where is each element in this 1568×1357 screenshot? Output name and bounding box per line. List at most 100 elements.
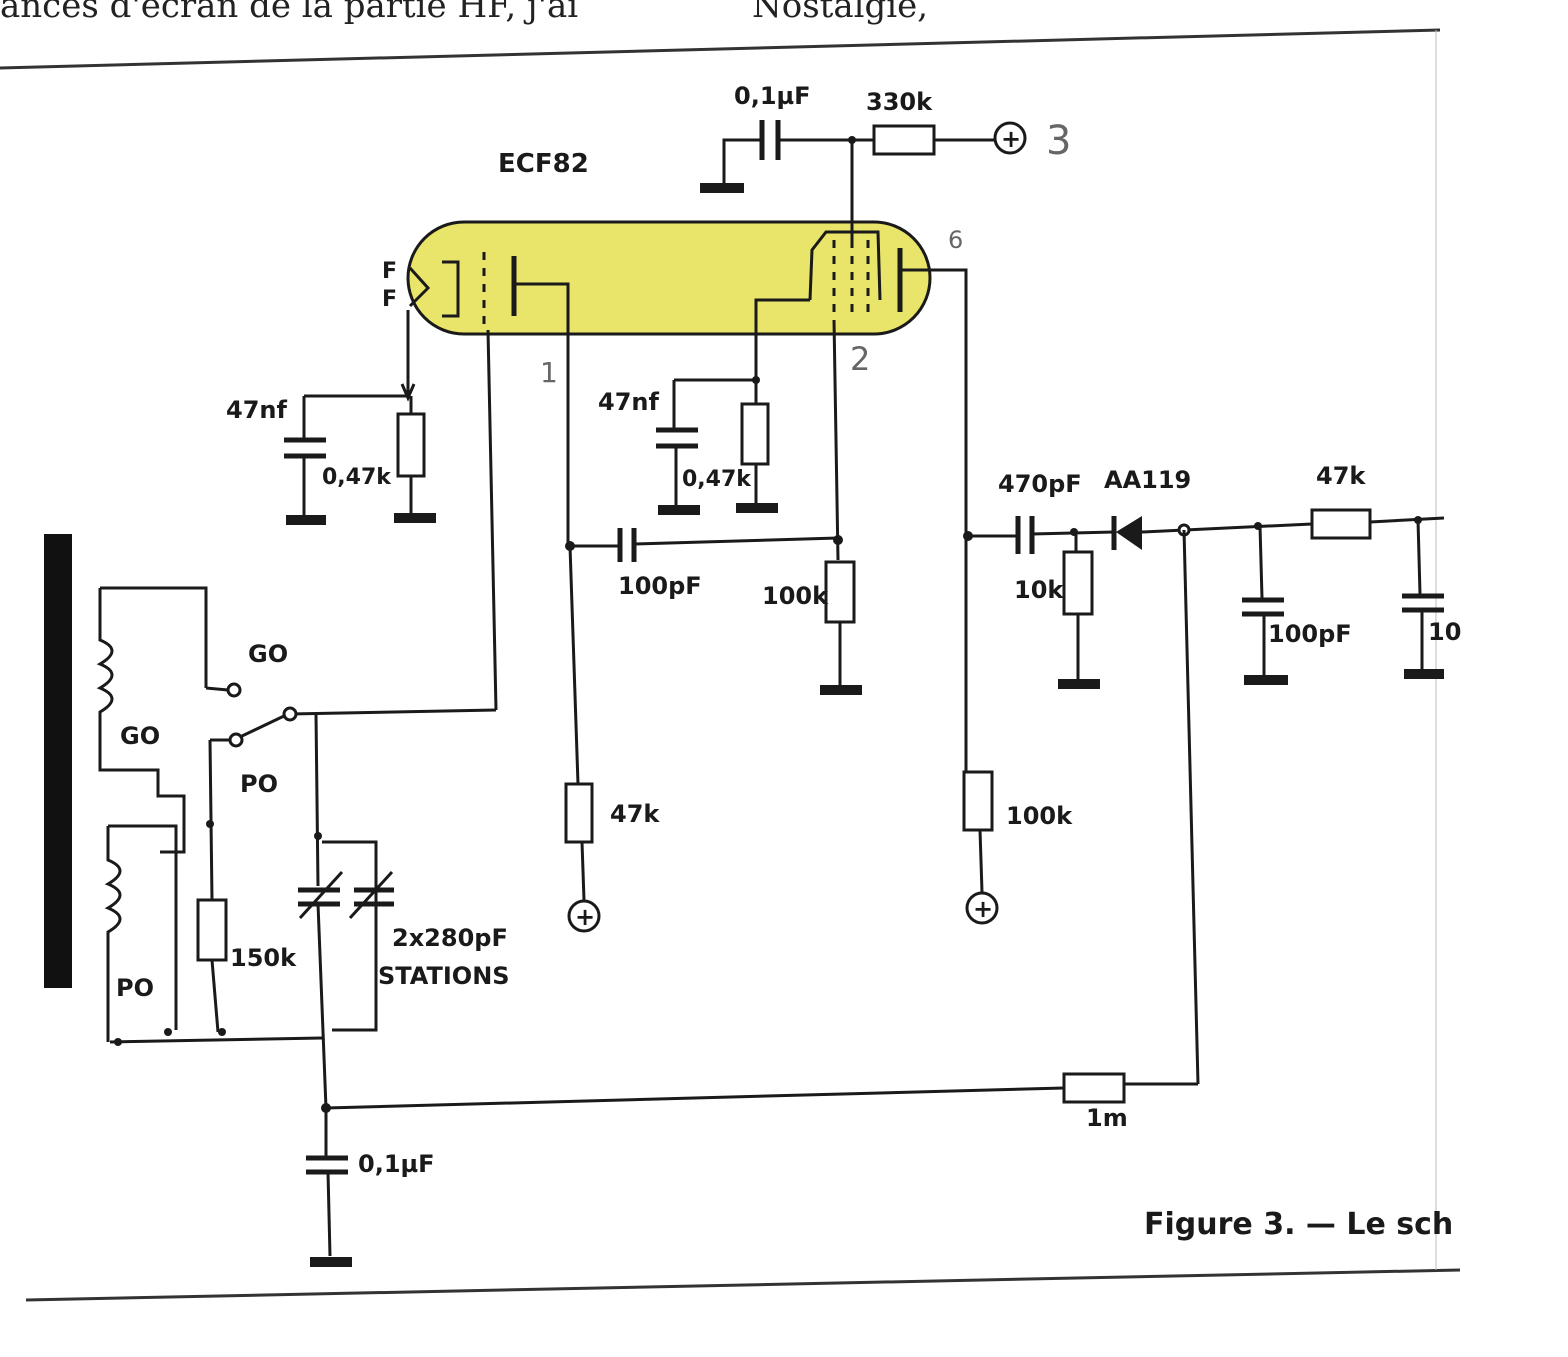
label-coil-go: GO [120,722,160,750]
junction-var-cap [314,832,322,840]
pin-mark-3: 3 [1046,118,1071,164]
label-c-bottom: 0,1µF [358,1150,435,1178]
switch-pivot[interactable] [282,706,298,722]
supply-plus-a-sign: + [575,903,595,931]
pin-mark-6: 6 [948,226,963,254]
label-c-cathode2: 47nf [598,388,659,416]
r-plate1 [564,782,594,844]
diode-aa119 [1116,516,1142,550]
r-grid2 [824,560,856,624]
label-c-filter1: 100pF [1268,620,1352,648]
switch-contact-po[interactable] [228,732,244,748]
label-r-filter: 47k [1316,462,1366,490]
detector-wire [1141,522,1313,534]
c-filter1-wire [1258,525,1264,599]
label-c-out: 470pF [998,470,1082,498]
r-feedback [1062,1072,1126,1104]
pin-mark-1: 1 [540,356,558,389]
r-load [1062,550,1094,616]
label-switch-po: PO [240,770,278,798]
r-cathode2 [740,402,770,466]
filament-symbol [408,266,431,308]
pentode-grid-wire [832,319,840,561]
label-c-cathode1: 47nf [226,396,287,424]
label-c-top: 0,1µF [734,82,811,110]
coupling-wire-b [633,536,839,546]
frame-top-rule [0,28,1441,70]
triode-grid-wire [486,329,498,711]
junction-rail-3 [218,1028,226,1036]
feedback-vertical-wire [1182,529,1200,1085]
label-c-coupling: 100pF [618,572,702,600]
supply-plus-3-sign: + [1001,125,1021,153]
coil-go [96,588,186,854]
supply-plus-b-sign: + [973,895,993,923]
label-r-bias: 150k [230,944,297,972]
label-switch-go: GO [248,640,288,668]
label-diode: AA119 [1104,466,1191,494]
label-var-cap: 2x280pF [392,924,508,952]
label-c-filter2: 10 [1428,618,1461,646]
label-r-load: 10k [1014,576,1064,604]
r-bias-bottom-wire [210,959,220,1033]
pin-f1: F [382,259,397,284]
tube-label: ECF82 [498,149,589,179]
pentode-cathode [808,230,882,301]
label-r-grid2: 100k [762,582,829,610]
pentode-plate-wire [900,268,968,780]
label-r-top: 330k [866,88,933,116]
junction-screen [848,136,856,144]
ferrite-rod [44,534,72,988]
r-plate1-supply-wire [580,841,586,901]
triode-plate-wire [514,282,570,546]
pin-mark-2: 2 [850,340,870,378]
cathode-arrow [400,383,416,402]
tube-envelope [406,220,932,336]
r-plate2 [962,770,994,832]
coil-po [104,826,122,1042]
grid-to-switch-wire [289,708,497,716]
var-cap-b-arrow [348,870,394,920]
r-bias [196,898,228,962]
coil-po-top-wire [108,824,178,828]
junction-grid2 [833,535,843,545]
var-cap-top-wire [314,713,320,887]
label-var-cap-name: STATIONS [378,962,510,990]
r-cathode1 [396,412,426,478]
label-coil-po: PO [116,974,154,1002]
r-filter-out-wire [1369,516,1445,524]
junction-rail-2 [164,1028,172,1036]
c-filter2-wire [1416,519,1422,595]
frame-bottom-rule [25,1268,1461,1302]
r-bias-wire [208,739,214,901]
figure-caption: Figure 3. — Le sch [1144,1207,1453,1242]
r-filter [1310,508,1372,540]
r-plate2-supply-wire [978,829,984,893]
header-text-left: ances d'écran de la partie HF, j'ai [0,0,579,26]
switch-go-link [205,686,229,692]
header-text-right: Nostalgie, [752,0,929,26]
var-cap-right-wire [322,840,378,1032]
switch-contact-go [226,682,242,698]
label-r-cathode2: 0,47k [682,467,752,492]
supply-plus-b [965,891,999,925]
junction-bias [206,820,214,828]
supply-plus-3 [993,121,1027,155]
switch-blade[interactable] [241,714,285,738]
r-top-330k [872,124,936,156]
pentode-cathode-wire [754,298,810,380]
pin-f2: F [382,287,397,312]
label-r-cathode1: 0,47k [322,465,392,490]
plate1-down-wire [568,545,580,785]
junction-rail-1 [114,1038,122,1046]
var-cap-a-arrow [298,870,344,920]
c-bottom-ground-wire [326,1171,332,1257]
agc-line [325,1086,1065,1110]
coil-go-top-wire [100,586,208,688]
bottom-rail-left [109,1036,323,1044]
label-r-plate1: 47k [610,800,660,828]
label-r-plate2: 100k [1006,802,1073,830]
triode-cathode [442,260,460,318]
c-top-ground-wire [722,138,762,186]
